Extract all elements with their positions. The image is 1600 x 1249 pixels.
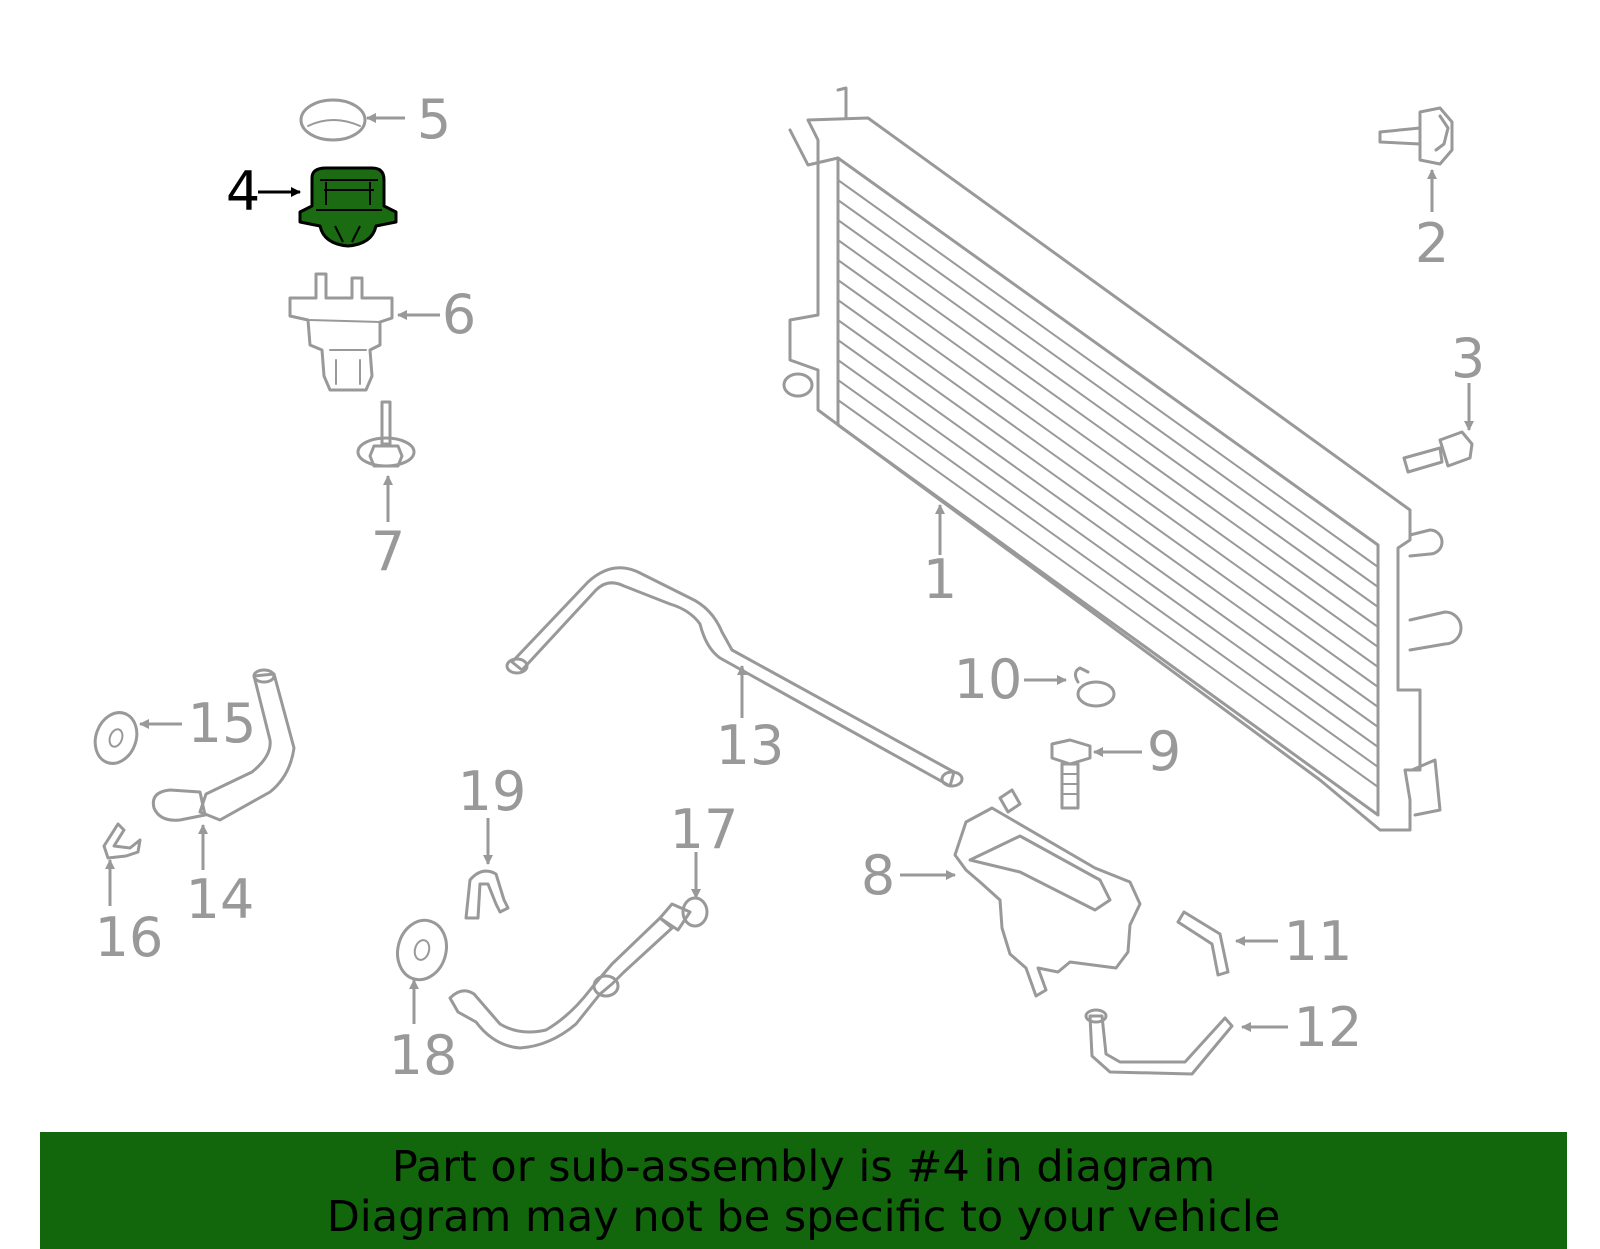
cap-part-4[interactable] — [298, 166, 398, 248]
radiator-part-1[interactable] — [782, 86, 1463, 832]
bolt-part-3[interactable] — [1402, 430, 1474, 474]
hose-part-13[interactable] — [505, 566, 964, 788]
callout-18: 18 — [389, 1024, 458, 1087]
washer-part-18[interactable] — [391, 915, 453, 985]
callout-1: 1 — [923, 548, 957, 611]
callout-13: 13 — [716, 714, 785, 777]
callout-10: 10 — [954, 648, 1023, 711]
callout-17: 17 — [670, 798, 739, 861]
callout-7: 7 — [371, 520, 405, 583]
hose-part-14[interactable] — [151, 668, 296, 822]
callout-5: 5 — [417, 88, 451, 151]
clamp-part-10[interactable] — [1073, 666, 1116, 708]
callout-9: 9 — [1147, 720, 1181, 783]
seal-part-5[interactable] — [299, 98, 367, 142]
housing-part-6[interactable] — [288, 272, 394, 392]
callout-14: 14 — [186, 868, 255, 931]
parts-diagram: 1 2 3 4 5 6 7 8 9 10 11 12 13 14 15 16 1… — [88, 86, 1485, 1087]
hose-part-11[interactable] — [1176, 910, 1230, 977]
washer-part-15[interactable] — [88, 707, 143, 770]
leader-arrows — [105, 113, 1474, 1032]
banner-line-2: Diagram may not be specific to your vehi… — [326, 1192, 1281, 1242]
reservoir-part-8[interactable] — [953, 788, 1142, 998]
callout-6: 6 — [442, 283, 476, 346]
hose-part-12[interactable] — [1084, 1008, 1234, 1076]
callout-4: 4 — [226, 160, 260, 223]
callout-15: 15 — [188, 692, 257, 755]
info-banner: Part or sub-assembly is #4 in diagram Di… — [40, 1132, 1567, 1249]
clip-part-16[interactable] — [102, 822, 142, 860]
clip-part-19[interactable] — [464, 869, 510, 920]
banner-line-1: Part or sub-assembly is #4 in diagram — [391, 1142, 1216, 1192]
callout-2: 2 — [1415, 212, 1449, 275]
callout-16: 16 — [95, 906, 164, 969]
hose-part-17[interactable] — [448, 896, 709, 1050]
callout-12: 12 — [1294, 996, 1363, 1059]
callout-8: 8 — [861, 844, 895, 907]
bolt-part-7[interactable] — [356, 400, 416, 468]
bolt-part-9[interactable] — [1050, 738, 1092, 810]
callout-19: 19 — [458, 760, 527, 823]
callout-11: 11 — [1284, 910, 1353, 973]
bolt-part-2[interactable] — [1378, 106, 1454, 166]
callout-3: 3 — [1451, 327, 1485, 390]
